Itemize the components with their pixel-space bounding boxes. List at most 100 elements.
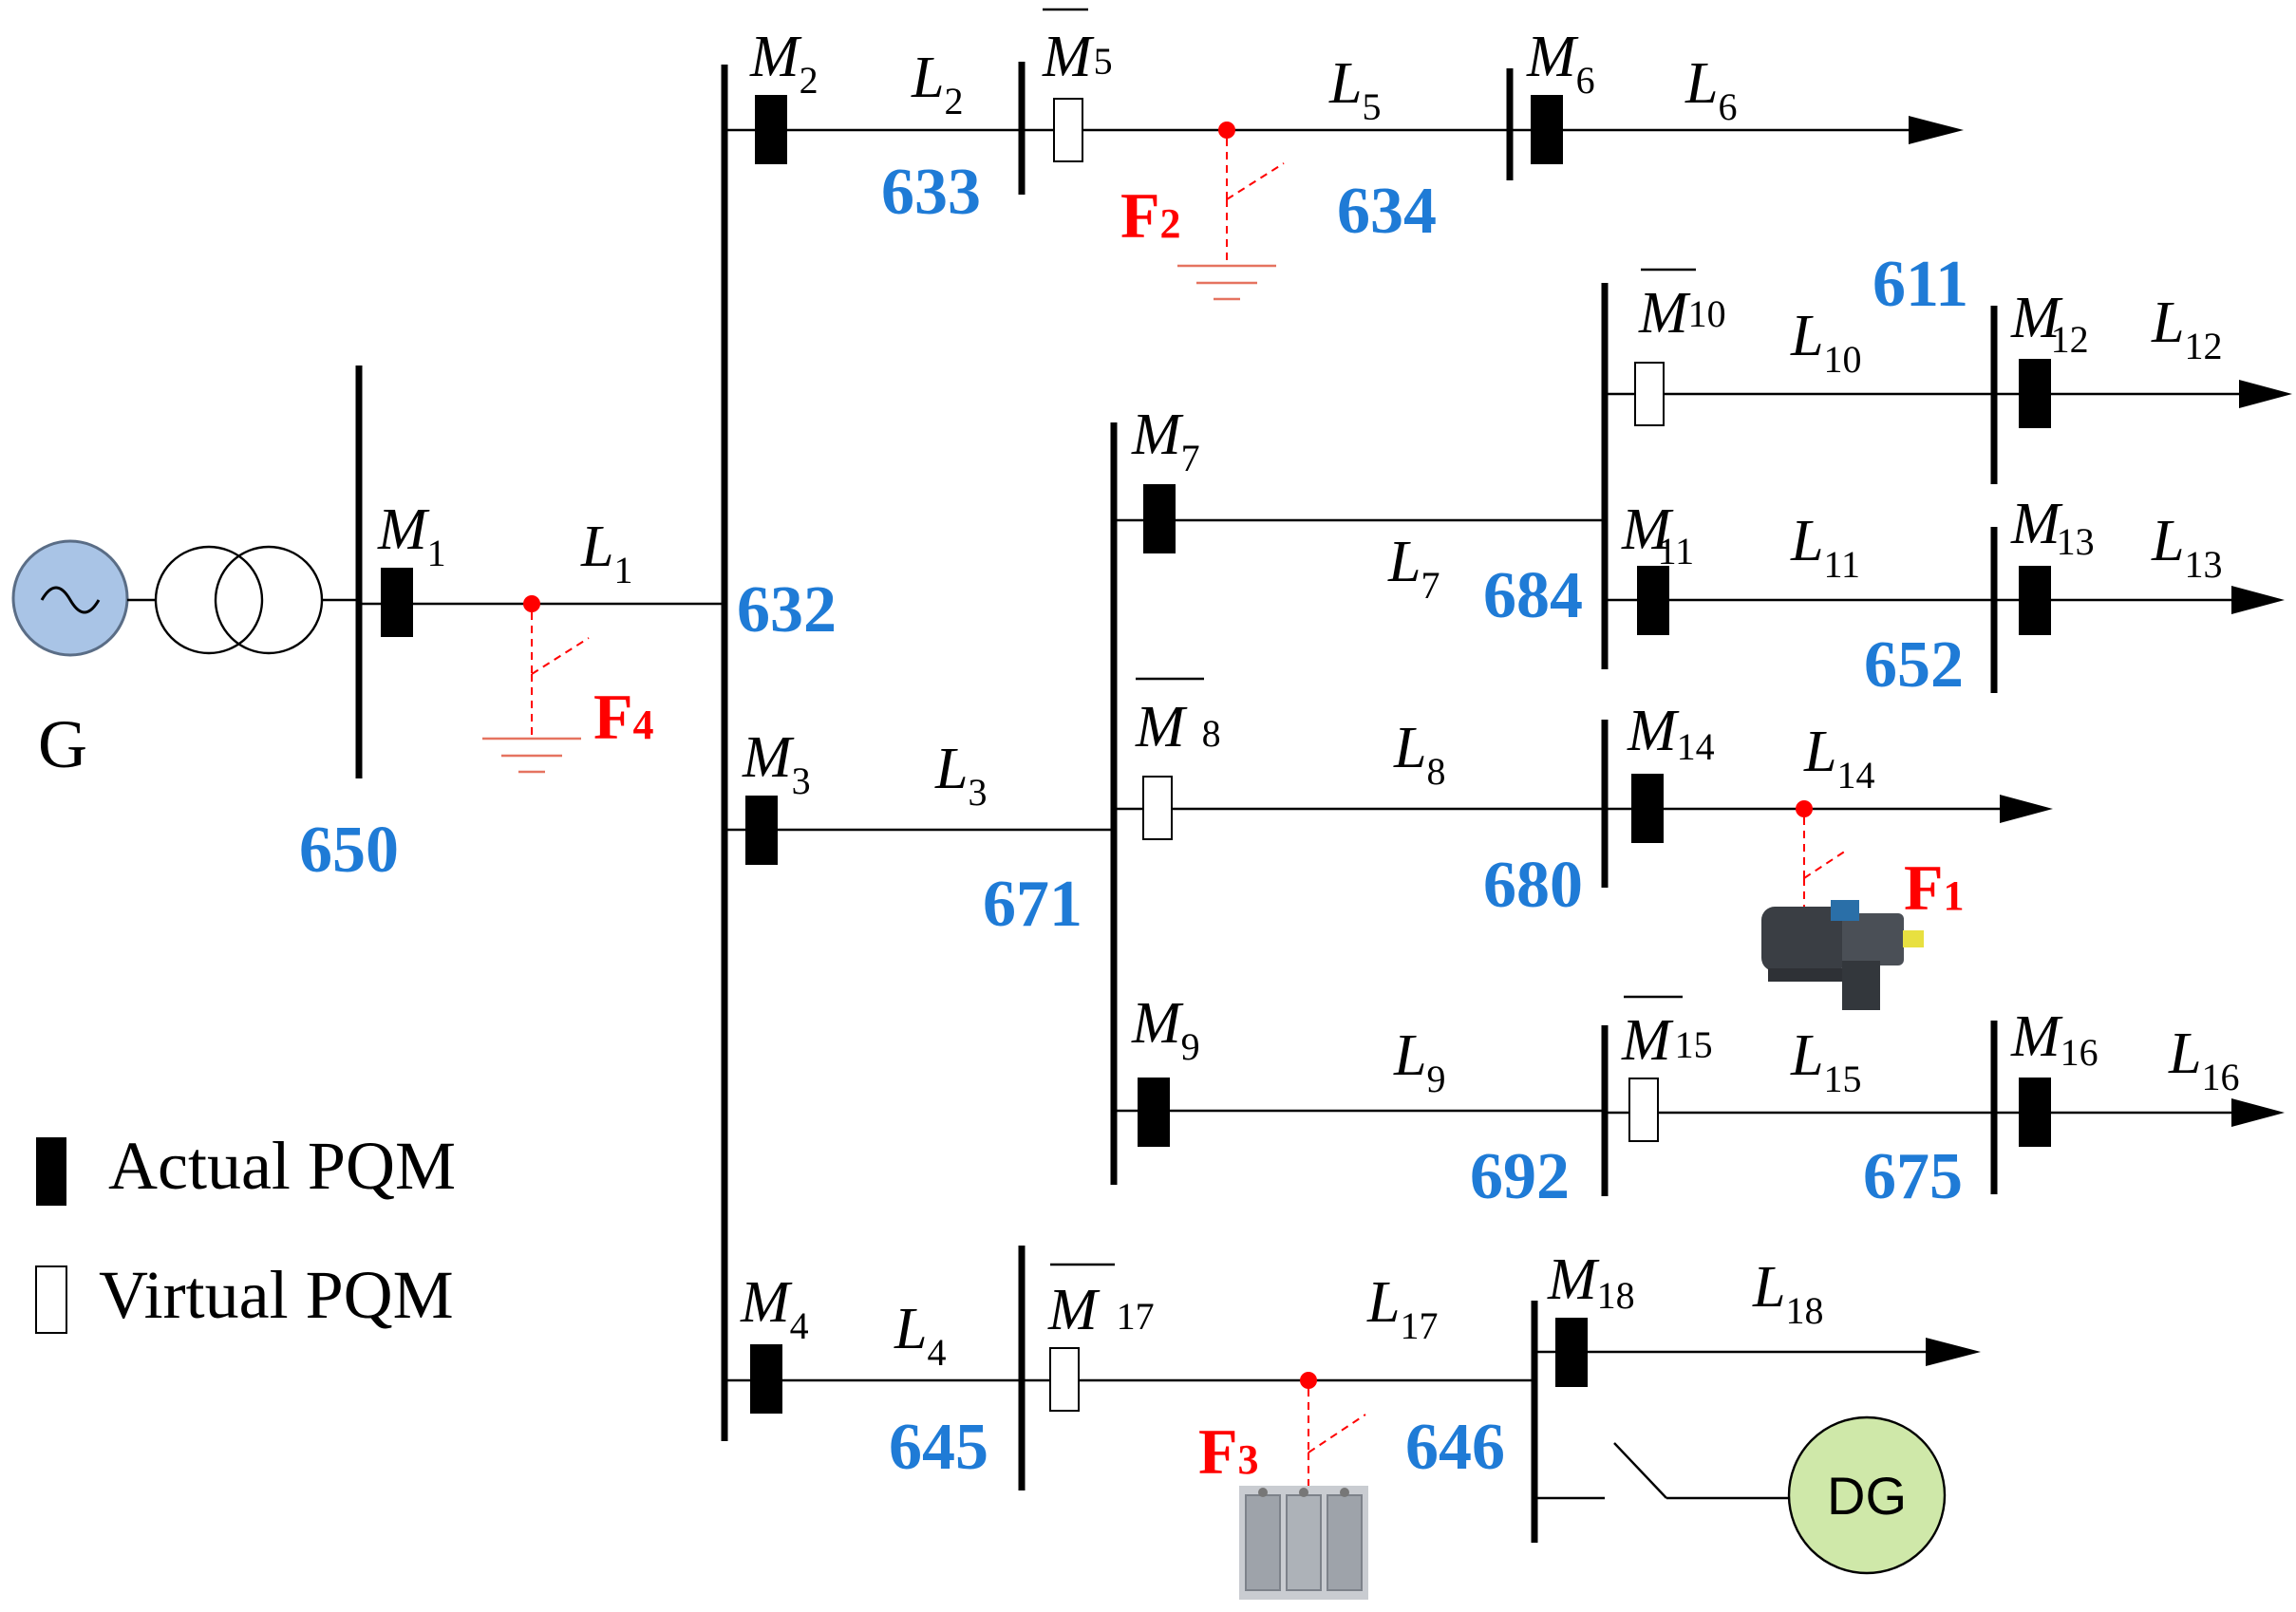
monitor-label-m13: M13 xyxy=(2010,492,2095,563)
pqm-m7-actual xyxy=(1143,484,1176,553)
monitor-label-m3: M3 xyxy=(742,725,811,802)
monitor-label-m12: M12 xyxy=(2010,286,2089,361)
arrow-l13 xyxy=(2231,586,2285,614)
monitor-label-m9: M9 xyxy=(1131,991,1200,1068)
fault-label-f1: F1 xyxy=(1904,852,1965,924)
line-label-l17: L17 xyxy=(1366,1270,1438,1347)
monitor-label-m2: M2 xyxy=(749,25,819,102)
pqm-m15-virtual xyxy=(1628,1078,1659,1142)
bus-label-652: 652 xyxy=(1864,628,1964,702)
line-label-l1: L1 xyxy=(580,515,632,591)
pqm-m11-actual xyxy=(1637,566,1669,635)
arrow-l6 xyxy=(1909,116,1964,144)
fault-f2 xyxy=(1177,122,1285,301)
line-label-l14: L14 xyxy=(1803,720,1874,797)
arrow-l14 xyxy=(2000,795,2053,823)
bus-label-671: 671 xyxy=(983,868,1082,941)
line-label-l3: L3 xyxy=(934,737,987,814)
pqm-m1-actual xyxy=(381,568,413,637)
line-label-l6: L6 xyxy=(1684,51,1737,128)
line-label-l9: L9 xyxy=(1393,1023,1445,1100)
pqm-m13-actual xyxy=(2019,566,2051,635)
line-label-l16: L16 xyxy=(2168,1022,2239,1098)
fault-f4 xyxy=(482,595,590,774)
pqm-m3-actual xyxy=(745,796,778,865)
fault-f1 xyxy=(1796,800,1847,911)
fault-label-f3: F3 xyxy=(1198,1415,1259,1488)
monitor-label-m14: M14 xyxy=(1627,699,1715,768)
svg-text:M17: M17 xyxy=(1047,1278,1155,1342)
line-label-l8: L8 xyxy=(1393,716,1445,793)
line-label-l5: L5 xyxy=(1328,51,1381,128)
legend-virtual-label: Virtual PQM xyxy=(99,1257,454,1333)
motor-load-icon xyxy=(1761,900,1924,1010)
legend: Actual PQM Virtual PQM xyxy=(35,1128,456,1334)
monitor-label-m7: M7 xyxy=(1131,403,1200,479)
monitor-label-m10: M10 xyxy=(1638,268,1726,346)
line-label-l7: L7 xyxy=(1387,530,1440,607)
monitor-label-m6: M6 xyxy=(1526,25,1595,102)
pqm-m5-virtual xyxy=(1053,98,1083,162)
legend-actual-swatch xyxy=(36,1137,66,1206)
legend-actual-label: Actual PQM xyxy=(108,1128,456,1204)
monitor-label-m4: M4 xyxy=(740,1270,809,1347)
bus-label-646: 646 xyxy=(1405,1411,1505,1484)
line-label-l13: L13 xyxy=(2151,509,2222,586)
pqm-m2-actual xyxy=(755,95,787,164)
dg-unit: DG xyxy=(1787,1415,1947,1575)
line-label-l18: L18 xyxy=(1752,1255,1823,1332)
bus-label-634: 634 xyxy=(1337,175,1437,248)
pqm-m4-actual xyxy=(750,1344,782,1414)
line-label-l12: L12 xyxy=(2151,291,2222,367)
dg-label: DG xyxy=(1827,1466,1907,1526)
line-label-l10: L10 xyxy=(1790,304,1861,381)
fault-label-f4: F4 xyxy=(593,681,654,753)
pqm-m9-actual xyxy=(1138,1078,1170,1147)
bus-label-645: 645 xyxy=(889,1411,988,1484)
bus-label-675: 675 xyxy=(1863,1140,1963,1213)
generator-g xyxy=(11,539,157,657)
dg-switch xyxy=(1613,1442,1667,1499)
transformer-symbol xyxy=(154,545,359,655)
bus-label-611: 611 xyxy=(1873,248,1968,321)
legend-virtual-swatch xyxy=(35,1265,67,1334)
capacitor-bank-icon xyxy=(1239,1486,1368,1600)
pqm-m16-actual xyxy=(2019,1078,2051,1147)
arrow-l12 xyxy=(2239,380,2292,408)
svg-text:M10: M10 xyxy=(1638,281,1726,346)
pqm-m14-actual xyxy=(1631,774,1664,843)
line-label-l11: L11 xyxy=(1790,509,1860,586)
fault-f3 xyxy=(1300,1372,1366,1486)
pqm-m8-virtual xyxy=(1142,776,1173,840)
generator-label: G xyxy=(38,706,87,782)
line-label-l2: L2 xyxy=(911,46,963,122)
pqm-m10-virtual xyxy=(1634,362,1665,426)
monitor-label-m5: M5 xyxy=(1042,8,1113,89)
line-label-l15: L15 xyxy=(1790,1023,1861,1100)
monitor-label-m16: M16 xyxy=(2010,1004,2098,1074)
pqm-m17-virtual xyxy=(1049,1347,1080,1412)
bus-label-684: 684 xyxy=(1483,559,1583,632)
line-label-l4: L4 xyxy=(894,1297,946,1374)
monitor-label-m1: M1 xyxy=(377,497,446,574)
svg-text:M8: M8 xyxy=(1135,695,1221,759)
arrow-l16 xyxy=(2231,1098,2285,1127)
bus-label-633: 633 xyxy=(881,156,981,229)
pqm-m18-actual xyxy=(1555,1318,1588,1387)
svg-text:M15: M15 xyxy=(1621,1008,1713,1073)
monitor-label-m11: M11 xyxy=(1621,497,1694,572)
svg-text:M5: M5 xyxy=(1042,25,1113,89)
monitor-label-m18: M18 xyxy=(1547,1247,1635,1317)
pqm-m6-actual xyxy=(1531,95,1563,164)
bus-label-632: 632 xyxy=(737,573,837,647)
bus-label-650: 650 xyxy=(299,814,399,887)
arrow-l18 xyxy=(1926,1338,1981,1366)
bus-label-680: 680 xyxy=(1483,849,1583,922)
fault-label-f2: F2 xyxy=(1120,179,1181,252)
pqm-m12-actual xyxy=(2019,359,2051,428)
bus-label-692: 692 xyxy=(1470,1140,1570,1213)
